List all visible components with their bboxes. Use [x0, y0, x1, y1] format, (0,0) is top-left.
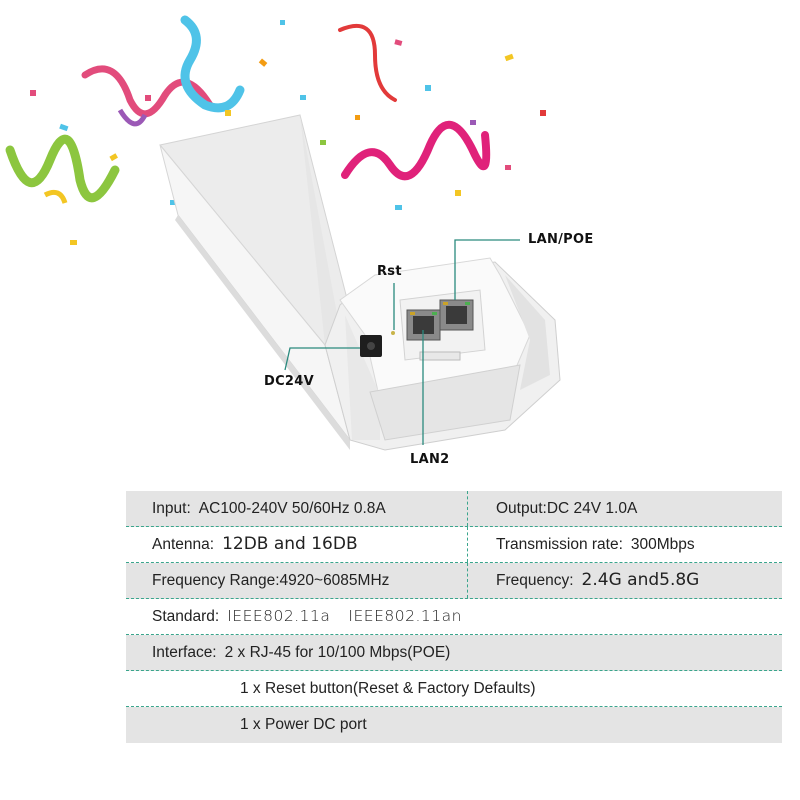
- frequency-spec: Frequency:2.4G and5.8G: [496, 570, 700, 590]
- callout-lan2: LAN2: [410, 452, 450, 467]
- transmission-spec: Transmission rate:300Mbps: [496, 536, 695, 553]
- output-spec: Output:DC 24V 1.0A: [496, 500, 638, 517]
- reset-hole: [391, 331, 395, 335]
- product-illustration: [5, 15, 561, 451]
- callout-dc24v: DC24V: [264, 374, 314, 389]
- spec-row-dc-port: 1 x Power DC port: [126, 707, 782, 743]
- frequency-range-spec: Frequency Range:4920~6085MHz: [152, 572, 390, 589]
- cpe-device: [159, 114, 561, 451]
- input-spec: Input:AC100-240V 50/60Hz 0.8A: [152, 500, 386, 517]
- callout-lan-poe: LAN/POE: [528, 232, 594, 247]
- spec-row-power: Input:AC100-240V 50/60Hz 0.8A Output:DC …: [126, 491, 782, 527]
- confetti-decoration: [5, 15, 546, 245]
- interface-spec: Interface:2 x RJ-45 for 10/100 Mbps(POE): [152, 644, 451, 661]
- interface-dc-spec: 1 x Power DC port: [240, 716, 367, 733]
- interface-reset-spec: 1 x Reset button(Reset & Factory Default…: [240, 680, 536, 697]
- callout-rst: Rst: [377, 264, 402, 279]
- spec-table: Input:AC100-240V 50/60Hz 0.8A Output:DC …: [126, 491, 782, 743]
- spec-row-antenna: Antenna:12DB and 16DB Transmission rate:…: [126, 527, 782, 563]
- spec-row-reset: 1 x Reset button(Reset & Factory Default…: [126, 671, 782, 707]
- antenna-spec: Antenna:12DB and 16DB: [152, 534, 358, 554]
- callout-lines: [284, 239, 520, 445]
- spec-row-frequency: Frequency Range:4920~6085MHz Frequency:2…: [126, 563, 782, 599]
- spec-row-interface: Interface:2 x RJ-45 for 10/100 Mbps(POE): [126, 635, 782, 671]
